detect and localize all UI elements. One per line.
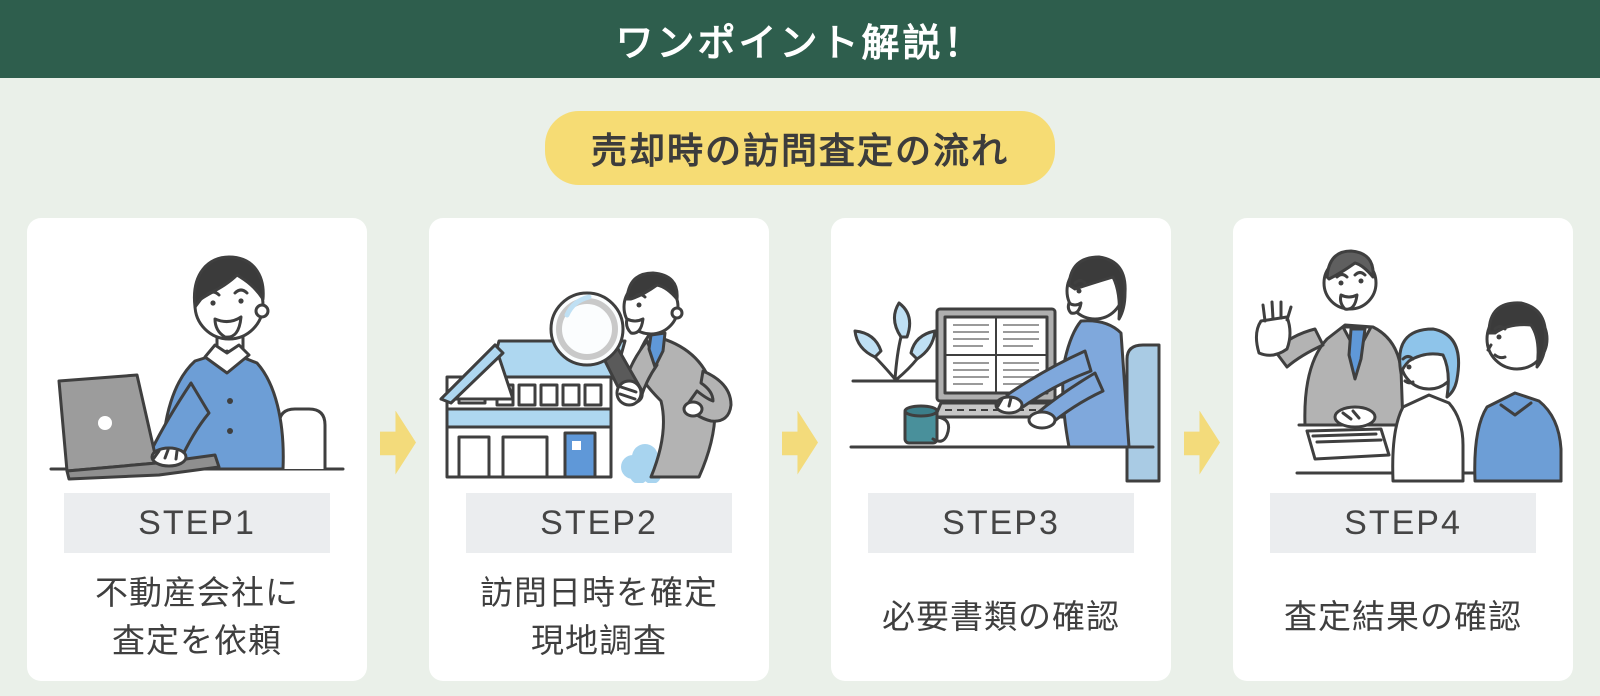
right-arrow-icon: [380, 410, 416, 475]
step2-description: 訪問日時を確定 現地調査: [480, 574, 718, 659]
header-bar: ワンポイント解説！: [0, 0, 1600, 78]
consultation-meeting-illustration: [1254, 249, 1563, 483]
page-title: ワンポイント解説！: [615, 22, 985, 65]
step4-illustration: [1233, 218, 1573, 483]
right-arrow-icon: [782, 410, 818, 475]
step1-label: STEP1: [64, 493, 330, 553]
step3-card: STEP3 必要書類の確認: [831, 218, 1171, 681]
step3-label: STEP3: [868, 493, 1134, 553]
right-arrow-icon: [1184, 410, 1220, 475]
step4-label: STEP4: [1270, 493, 1536, 553]
step1-illustration: [27, 218, 367, 483]
man-at-monitor-illustration: [849, 255, 1161, 483]
step1-card: STEP1 不動産会社に 査定を依頼: [27, 218, 367, 681]
step4-description: 査定結果の確認: [1284, 598, 1522, 635]
steps-flow: STEP1 不動産会社に 査定を依頼: [0, 218, 1600, 681]
step2-label: STEP2: [466, 493, 732, 553]
step4-card: STEP4 査定結果の確認: [1233, 218, 1573, 681]
step3-illustration: [831, 218, 1171, 483]
step1-description: 不動産会社に 査定を依頼: [95, 574, 299, 659]
man-at-laptop-illustration: [49, 255, 345, 481]
badge-row: 売却時の訪問査定の流れ: [0, 111, 1600, 185]
step2-illustration: [429, 218, 769, 483]
subtitle-badge: 売却時の訪問査定の流れ: [544, 111, 1055, 185]
house-inspection-illustration: [439, 271, 733, 483]
step2-card: STEP2 訪問日時を確定 現地調査: [429, 218, 769, 681]
step3-description: 必要書類の確認: [882, 598, 1120, 635]
